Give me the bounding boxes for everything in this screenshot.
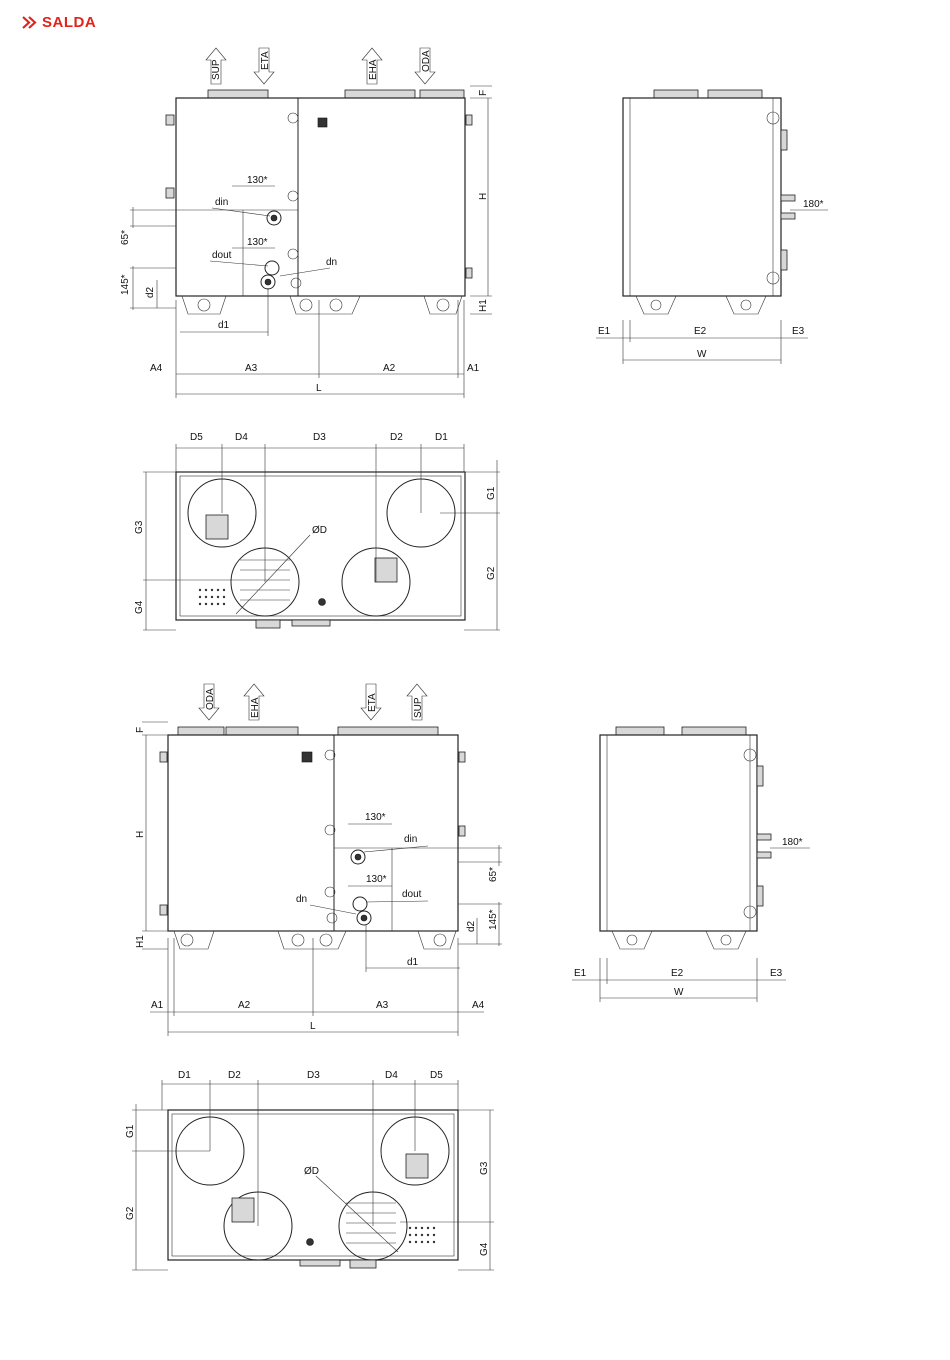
airflow-arrow-eha: EHA <box>362 48 382 84</box>
dimension-label: 130* <box>247 175 268 186</box>
dimension-label: E1 <box>574 968 587 979</box>
side-view-right-handed: 180* E1 E2 E3 W <box>572 727 810 1002</box>
dimension-label: 130* <box>365 812 386 823</box>
dimension-label: SUP <box>413 697 424 718</box>
dimension-label: 130* <box>247 237 268 248</box>
dimension-label: din <box>404 834 417 845</box>
airflow-arrow-oda: ODA <box>415 48 435 84</box>
airflow-arrow-oda-2: ODA <box>199 684 219 720</box>
dimension-label: ODA <box>205 688 216 710</box>
dimension-label: D2 <box>228 1070 241 1081</box>
dimension-label: EHA <box>368 59 379 80</box>
dimension-label: E3 <box>770 968 783 979</box>
dimension-label: d2 <box>145 286 156 298</box>
dimension-label: F <box>478 90 489 96</box>
dimension-label: D1 <box>435 432 448 443</box>
airflow-arrow-eha-2: EHA <box>244 684 264 720</box>
dimension-label: ØD <box>312 525 327 536</box>
dimension-label: G3 <box>479 1161 490 1175</box>
dimension-label: ETA <box>367 693 378 712</box>
dimension-label: din <box>215 197 228 208</box>
dimension-label: E3 <box>792 326 805 337</box>
front-view-right-handed: ODA EHA ETA SUP <box>135 684 502 1036</box>
dimension-label: d1 <box>218 320 230 331</box>
dimension-label: 180* <box>782 837 803 848</box>
front-view-left-handed: SUP ETA EHA ODA <box>120 48 492 398</box>
dimension-label: ODA <box>421 50 432 72</box>
dimension-label: W <box>674 987 684 998</box>
dimension-label: G2 <box>125 1206 136 1220</box>
dimension-label: G4 <box>479 1242 490 1256</box>
dimension-label: D2 <box>390 432 403 443</box>
dimension-label: H <box>478 193 489 200</box>
dimension-label: A4 <box>150 363 163 374</box>
dimension-label: d2 <box>466 920 477 932</box>
dimension-label: 130* <box>366 874 387 885</box>
dimension-label: G3 <box>134 520 145 534</box>
dimension-label: A3 <box>376 1000 389 1011</box>
dimension-label: G2 <box>486 566 497 580</box>
dimension-label: H1 <box>135 935 146 948</box>
dimension-label: ETA <box>260 51 271 70</box>
dimension-label: 65* <box>120 230 131 245</box>
dimension-label: D3 <box>313 432 326 443</box>
dimension-label: H <box>135 831 146 838</box>
airflow-arrow-sup-2: SUP <box>407 684 427 720</box>
airflow-arrow-eta: ETA <box>254 48 274 84</box>
airflow-arrow-sup: SUP <box>206 48 226 84</box>
dimension-label: L <box>310 1021 316 1032</box>
dimension-label: EHA <box>250 697 261 718</box>
dimension-label: D5 <box>190 432 203 443</box>
dimension-label: H1 <box>478 299 489 312</box>
dimension-label: G4 <box>134 600 145 614</box>
dimension-label: 145* <box>488 909 499 930</box>
dimension-label: E1 <box>598 326 611 337</box>
dimension-label: A1 <box>151 1000 164 1011</box>
dimension-label: D5 <box>430 1070 443 1081</box>
dimension-label: 145* <box>120 274 131 295</box>
dimension-label: 180* <box>803 199 824 210</box>
dimension-label: A2 <box>238 1000 251 1011</box>
side-view-left-handed: 180* E1 E2 E3 W <box>596 90 828 364</box>
dimension-label: dn <box>296 894 307 905</box>
dimension-label: ØD <box>304 1166 319 1177</box>
dimension-label: A1 <box>467 363 480 374</box>
dimension-label: D1 <box>178 1070 191 1081</box>
dimension-label: A2 <box>383 363 396 374</box>
dimension-label: d1 <box>407 957 419 968</box>
dimension-label: G1 <box>125 1124 136 1138</box>
dimension-label: D4 <box>385 1070 398 1081</box>
airflow-arrow-eta-2: ETA <box>361 684 381 720</box>
top-view-left-handed: ØD D5 D4 D3 D2 D1 G3 G4 G1 G2 <box>134 432 500 630</box>
dimension-label: dout <box>402 889 422 900</box>
dimension-label: dout <box>212 250 232 261</box>
dimension-label: L <box>316 383 322 394</box>
dimension-label: G1 <box>486 486 497 500</box>
dimension-label: SUP <box>211 59 222 80</box>
dimension-label: 65* <box>488 867 499 882</box>
dimension-label: F <box>135 727 146 733</box>
dimension-label: A3 <box>245 363 258 374</box>
dimension-label: D3 <box>307 1070 320 1081</box>
dimension-label: E2 <box>694 326 707 337</box>
dimension-label: D4 <box>235 432 248 443</box>
dimension-label: A4 <box>472 1000 485 1011</box>
top-view-right-handed: ØD D1 D2 D3 D4 D5 G1 G2 G3 G4 <box>125 1070 494 1270</box>
dimension-label: dn <box>326 257 337 268</box>
dimension-label: W <box>697 349 707 360</box>
dimension-label: E2 <box>671 968 684 979</box>
